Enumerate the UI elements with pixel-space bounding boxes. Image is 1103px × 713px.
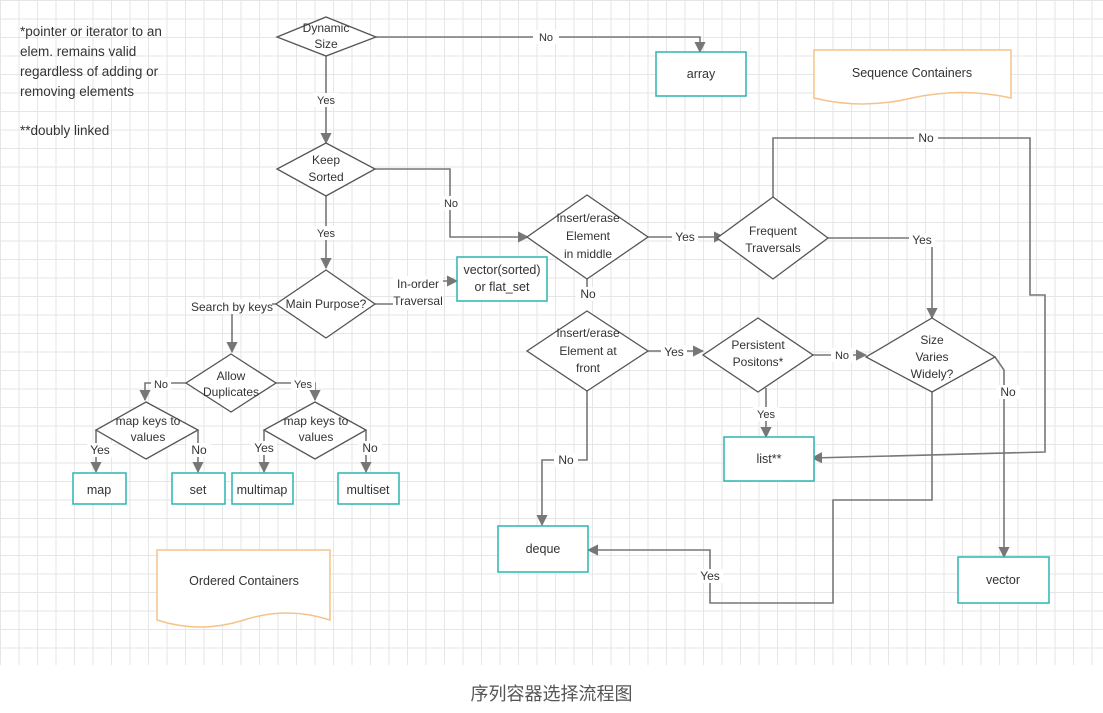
edge-label: No	[1000, 385, 1016, 399]
svg-text:Size: Size	[314, 37, 338, 51]
decision-main-purpose: Main Purpose?	[274, 269, 377, 339]
decision-size-varies: Size Varies Widely?	[864, 317, 997, 393]
edge-label: No	[835, 350, 849, 362]
svg-text:Persistent: Persistent	[731, 338, 785, 352]
footnotes: *pointer or iterator to an elem. remains…	[20, 22, 190, 141]
edge-label: Yes	[757, 409, 775, 421]
edge-label: Yes	[675, 230, 695, 244]
decision-persistent-positions: Persistent Positons*	[701, 317, 815, 393]
svg-text:set: set	[190, 483, 207, 497]
svg-text:values: values	[299, 430, 334, 444]
edge-label: No	[362, 441, 378, 455]
legend-sequence-label: Sequence Containers	[852, 66, 972, 80]
edge-label: No	[558, 453, 574, 467]
edge-label: No	[154, 379, 168, 391]
result-list: list**	[723, 436, 815, 482]
edge-label: No	[191, 443, 207, 457]
edge-label: Yes	[254, 441, 274, 455]
edge-label: Yes	[700, 569, 720, 583]
svg-text:Widely?: Widely?	[911, 367, 954, 381]
edge-label: No	[539, 32, 553, 44]
flowchart-canvas: *pointer or iterator to an elem. remains…	[0, 0, 1103, 665]
svg-text:or flat_set: or flat_set	[475, 280, 530, 294]
result-multiset: multiset	[337, 472, 400, 505]
decision-map-keys-left: map keys to values	[94, 401, 200, 460]
svg-text:multimap: multimap	[237, 483, 288, 497]
decision-dynamic-size: Dynamic Size	[275, 16, 378, 57]
svg-text:front: front	[576, 361, 601, 375]
edge-dynamic-no	[376, 36, 706, 54]
result-vector: vector	[957, 556, 1050, 604]
svg-text:Allow: Allow	[217, 369, 246, 383]
edge-label: Search by keys	[191, 300, 273, 314]
result-set: set	[171, 472, 226, 505]
figure-caption: 序列容器选择流程图	[470, 684, 633, 705]
edge-frequent-yes	[828, 237, 938, 320]
svg-text:map keys to: map keys to	[284, 414, 349, 428]
svg-text:Insert/erase: Insert/erase	[556, 211, 620, 225]
edge-label: Yes	[90, 443, 110, 457]
svg-text:values: values	[131, 430, 166, 444]
edge-size-yes	[586, 388, 933, 604]
result-vector-sorted: vector(sorted) or flat_set	[456, 256, 548, 302]
svg-text:array: array	[687, 67, 716, 81]
decision-insert-middle: Insert/erase Element in middle	[525, 194, 650, 280]
edge-frequent-no	[772, 137, 1046, 464]
svg-text:Traversals: Traversals	[745, 241, 801, 255]
decision-frequent-traversals: Frequent Traversals	[715, 196, 830, 280]
svg-text:Element: Element	[566, 229, 611, 243]
svg-text:deque: deque	[526, 542, 561, 556]
edge-label: No	[444, 198, 458, 210]
svg-text:Keep: Keep	[312, 153, 340, 167]
edge-size-no	[994, 356, 1010, 559]
svg-text:Positons*: Positons*	[733, 355, 784, 369]
edge-label: Traversal	[393, 294, 443, 308]
decision-allow-duplicates: Allow Duplicates	[184, 353, 278, 413]
legend-ordered: Ordered Containers	[156, 549, 331, 628]
edge-dup-no	[139, 382, 186, 402]
flowchart: Sequence Containers Ordered Containers D…	[72, 16, 1050, 628]
edge-label: In-order	[397, 277, 439, 291]
svg-text:Varies: Varies	[915, 350, 948, 364]
svg-text:Size: Size	[920, 333, 944, 347]
svg-text:vector(sorted): vector(sorted)	[463, 263, 540, 277]
footnote-line: **doubly linked	[20, 123, 110, 138]
svg-text:list**: list**	[756, 452, 781, 466]
svg-text:Frequent: Frequent	[749, 224, 798, 238]
svg-text:map: map	[87, 483, 111, 497]
legend-ordered-label: Ordered Containers	[189, 574, 299, 588]
svg-text:Duplicates: Duplicates	[203, 385, 259, 399]
legend-sequence: Sequence Containers	[813, 49, 1012, 105]
edge-label: Yes	[912, 233, 932, 247]
svg-text:in middle: in middle	[564, 247, 612, 261]
svg-text:Insert/erase: Insert/erase	[556, 326, 620, 340]
decision-keep-sorted: Keep Sorted	[275, 142, 377, 197]
result-array: array	[655, 51, 747, 97]
edge-label: Yes	[317, 95, 335, 107]
svg-text:Main Purpose?: Main Purpose?	[286, 297, 367, 311]
edge-label: Yes	[664, 345, 684, 359]
decision-map-keys-right: map keys to values	[262, 401, 368, 460]
result-multimap: multimap	[231, 472, 294, 505]
svg-text:map keys to: map keys to	[116, 414, 181, 428]
footnote-line: *pointer or iterator to an	[20, 24, 162, 39]
footnote-line: removing elements	[20, 84, 135, 99]
svg-text:Element at: Element at	[559, 344, 617, 358]
edge-label: No	[580, 287, 596, 301]
svg-text:multiset: multiset	[346, 483, 390, 497]
decision-insert-front: Insert/erase Element at front	[525, 310, 650, 392]
connectors	[90, 36, 1046, 604]
edge-label: Yes	[294, 379, 312, 391]
result-deque: deque	[497, 525, 589, 573]
svg-text:Dynamic: Dynamic	[303, 21, 350, 35]
svg-text:Sorted: Sorted	[308, 170, 343, 184]
footnote-line: elem. remains valid	[20, 44, 137, 59]
footnote-line: regardless of adding or	[20, 64, 159, 79]
edge-label: No	[918, 131, 934, 145]
edge-labels: No Yes Yes No In-order Traversal Search …	[87, 30, 1020, 583]
result-map: map	[72, 472, 127, 505]
svg-text:vector: vector	[986, 573, 1020, 587]
edge-label: Yes	[317, 228, 335, 240]
